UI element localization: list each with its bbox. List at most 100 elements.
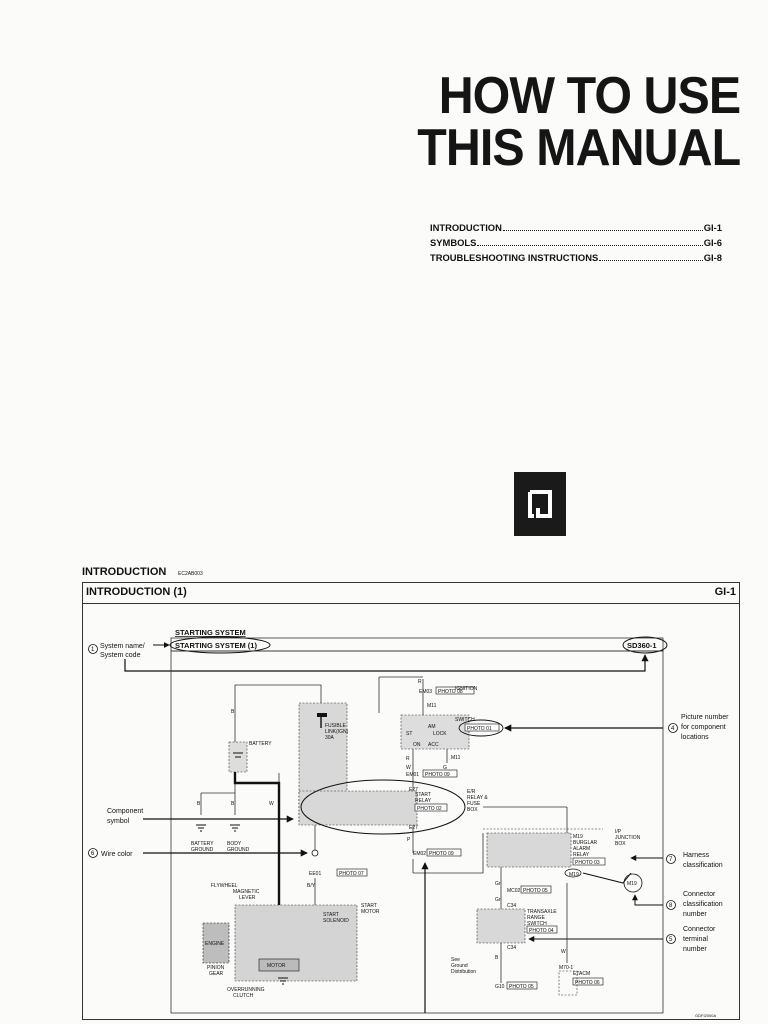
svg-text:PHOTO 01: PHOTO 01 (467, 726, 492, 732)
svg-text:IGNITION: IGNITION (455, 686, 478, 692)
svg-text:8: 8 (669, 903, 673, 909)
svg-text:Component: Component (107, 808, 143, 815)
callout-1-line2: System code (100, 652, 141, 659)
svg-text:ENGINE: ENGINE (205, 941, 225, 947)
svg-text:5: 5 (669, 937, 673, 943)
svg-text:BATTERY: BATTERY (191, 841, 214, 847)
svg-text:MOTOR: MOTOR (361, 909, 380, 915)
gi-logo-icon (528, 490, 552, 518)
svg-text:M70-1: M70-1 (559, 965, 573, 971)
svg-text:FLYWHEEL: FLYWHEEL (211, 883, 238, 889)
svg-text:GROUND: GROUND (227, 847, 250, 853)
svg-text:locations: locations (681, 734, 709, 741)
svg-text:SWITCH: SWITCH (455, 717, 475, 723)
svg-text:LEVER: LEVER (239, 895, 256, 901)
svg-text:M19: M19 (569, 872, 579, 878)
svg-text:EM01: EM01 (406, 772, 419, 778)
toc-label: INTRODUCTION (430, 222, 502, 233)
svg-text:terminal: terminal (683, 936, 708, 943)
toc-leader (502, 230, 703, 231)
svg-text:BOX: BOX (615, 841, 626, 847)
svg-text:R: R (406, 756, 410, 762)
svg-text:7: 7 (669, 857, 673, 863)
svg-text:START: START (415, 792, 431, 798)
frame-page-number: GI-1 (714, 586, 736, 598)
toc-leader (599, 260, 703, 261)
svg-text:LOCK: LOCK (433, 731, 447, 737)
svg-text:LINK(IGN): LINK(IGN) (325, 729, 349, 735)
svg-text:START: START (361, 903, 377, 909)
toc-row-troubleshooting[interactable]: TROUBLESHOOTING INSTRUCTIONS GI-8 (430, 252, 722, 267)
svg-text:EM02: EM02 (413, 851, 426, 857)
svg-text:RELAY: RELAY (415, 798, 432, 804)
svg-text:START: START (323, 912, 339, 918)
svg-text:E27: E27 (409, 825, 418, 831)
callout-1-number: 1 (91, 647, 95, 653)
callout-1-line1: System name/ (100, 643, 145, 650)
svg-text:E27: E27 (409, 787, 418, 793)
sheet-code: SD360-1 (627, 641, 657, 650)
svg-text:Gr: Gr (495, 881, 501, 887)
toc-page: GI-8 (703, 252, 722, 263)
svg-text:PHOTO 08: PHOTO 08 (438, 689, 463, 695)
svg-text:PHOTO 04: PHOTO 04 (529, 928, 554, 934)
svg-text:PHOTO 07: PHOTO 07 (339, 871, 364, 877)
system-name-ellipse (169, 636, 271, 654)
svg-text:B: B (197, 801, 201, 807)
svg-text:GEAR: GEAR (209, 971, 224, 977)
frame-header: INTRODUCTION (1) GI-1 (83, 583, 739, 604)
svg-text:PHOTO 09: PHOTO 09 (429, 851, 454, 857)
svg-text:JUNCTION: JUNCTION (615, 835, 641, 841)
toc-row-symbols[interactable]: SYMBOLS GI-6 (430, 237, 722, 252)
svg-text:PHOTO 02: PHOTO 02 (417, 806, 442, 812)
svg-text:W: W (561, 949, 566, 955)
svg-text:MC02: MC02 (507, 888, 521, 894)
svg-text:CLUTCH: CLUTCH (233, 993, 254, 999)
callout-1-marker (88, 644, 98, 654)
svg-text:Gr: Gr (495, 897, 501, 903)
svg-text:See: See (451, 957, 460, 963)
svg-text:M19: M19 (573, 834, 583, 840)
toc-row-introduction[interactable]: INTRODUCTION GI-1 (430, 222, 722, 237)
svg-text:classification: classification (683, 862, 723, 869)
svg-text:Wire color: Wire color (101, 851, 133, 858)
svg-text:4: 4 (671, 726, 675, 732)
svg-text:BODY: BODY (227, 841, 242, 847)
svg-text:ETACM: ETACM (573, 971, 590, 977)
wiring-diagram: STARTING SYSTEM STARTING SYSTEM (1) SD36… (88, 628, 729, 1018)
svg-text:ON: ON (413, 742, 421, 748)
svg-text:R: R (418, 679, 422, 685)
svg-text:C34: C34 (507, 903, 516, 909)
svg-text:FUSIBLE: FUSIBLE (325, 723, 347, 729)
svg-text:SWITCH: SWITCH (527, 921, 547, 927)
svg-text:GDFI2000A: GDFI2000A (695, 1013, 716, 1018)
svg-text:BATTERY: BATTERY (249, 741, 272, 747)
section-tab-logo (514, 472, 566, 536)
svg-text:W: W (269, 801, 274, 807)
svg-text:30A: 30A (325, 735, 335, 741)
svg-text:AM: AM (428, 724, 436, 730)
svg-text:Distribution: Distribution (451, 969, 476, 975)
svg-text:symbol: symbol (107, 818, 130, 825)
svg-text:for component: for component (681, 724, 726, 731)
svg-text:EE01: EE01 (309, 871, 321, 877)
svg-text:ST: ST (406, 731, 412, 737)
svg-text:MAGNETIC: MAGNETIC (233, 889, 260, 895)
svg-text:BURGLAR: BURGLAR (573, 840, 598, 846)
svg-text:ALARM: ALARM (573, 846, 590, 852)
svg-text:Connector: Connector (683, 891, 716, 898)
svg-text:E/R: E/R (467, 789, 476, 795)
svg-text:B/Y: B/Y (307, 883, 316, 889)
toc-label: SYMBOLS (430, 237, 477, 248)
toc-page: GI-1 (703, 222, 722, 233)
svg-text:RELAY &: RELAY & (467, 795, 488, 801)
svg-text:PHOTO 05: PHOTO 05 (523, 888, 548, 894)
svg-text:PHOTO 05: PHOTO 05 (509, 984, 534, 990)
table-of-contents: INTRODUCTION GI-1 SYMBOLS GI-6 TROUBLESH… (430, 222, 722, 267)
svg-text:M19: M19 (627, 881, 637, 887)
svg-text:PHOTO 03: PHOTO 03 (575, 860, 600, 866)
page-title-line-2: THIS MANUAL (417, 119, 741, 177)
svg-text:C34: C34 (507, 945, 516, 951)
toc-leader (477, 245, 703, 246)
sheet-code-ellipse (622, 636, 668, 654)
